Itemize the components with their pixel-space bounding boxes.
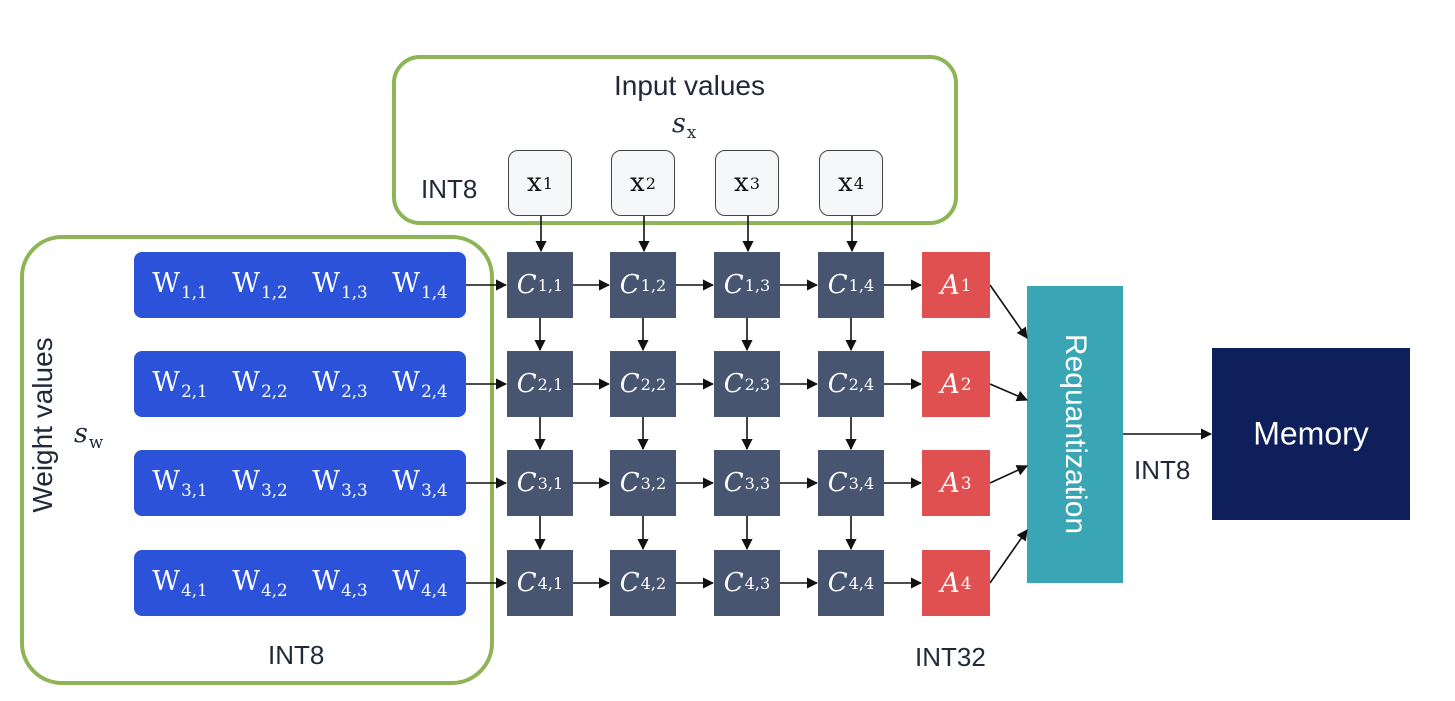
memory-block — [1212, 348, 1410, 520]
weight-row-2: W2,1 W2,2 W2,3 W2,4 — [134, 351, 466, 417]
weight-dtype-label: INT8 — [268, 640, 325, 670]
arrow-38 — [989, 465, 1029, 484]
weight-w2-2: W2,2 — [232, 367, 288, 401]
weight-w2-3: W2,3 — [312, 367, 368, 401]
weight-w1-2: W1,2 — [232, 268, 288, 302]
weight-w1-4: W1,4 — [392, 268, 448, 302]
weight-w3-3: W3,3 — [312, 466, 368, 500]
weight-row-3: W3,1 W3,2 W3,3 W3,4 — [134, 450, 466, 516]
input-group-outline — [392, 55, 958, 225]
arrow-37 — [989, 383, 1029, 402]
arrow-39 — [989, 529, 1028, 584]
weight-w1-3: W1,3 — [312, 268, 368, 302]
weight-w4-3: W4,3 — [312, 566, 368, 600]
weight-w2-1: W2,1 — [152, 367, 208, 401]
input-scale: sx — [672, 108, 697, 142]
input-group-title: Input values — [614, 70, 765, 101]
weight-w3-2: W3,2 — [232, 466, 288, 500]
weight-group-outline — [20, 235, 494, 685]
weight-w2-4: W2,4 — [392, 367, 448, 401]
weight-group-title: Weight values — [27, 337, 58, 513]
requantization-label: Requantization — [1059, 333, 1092, 535]
accumulator-dtype-label: INT32 — [915, 642, 986, 672]
memory-label: Memory — [1253, 415, 1369, 452]
input-dtype-label: INT8 — [421, 174, 478, 204]
weight-w4-2: W4,2 — [232, 566, 288, 600]
weight-w3-4: W3,4 — [392, 466, 448, 500]
weight-w1-1: W1,1 — [152, 268, 208, 302]
weight-scale: sw — [74, 418, 104, 452]
weight-w4-1: W4,1 — [152, 566, 208, 600]
requantization-block — [1027, 286, 1123, 583]
weight-row-1: W1,1 W1,2 W1,3 W1,4 — [134, 252, 466, 318]
arrow-36 — [989, 284, 1028, 339]
weight-w4-4: W4,4 — [392, 566, 448, 600]
arrows — [466, 216, 1213, 589]
weight-row-4: W4,1 W4,2 W4,3 W4,4 — [134, 550, 466, 616]
weight-w3-1: W3,1 — [152, 466, 208, 500]
output-dtype-label: INT8 — [1134, 455, 1191, 485]
